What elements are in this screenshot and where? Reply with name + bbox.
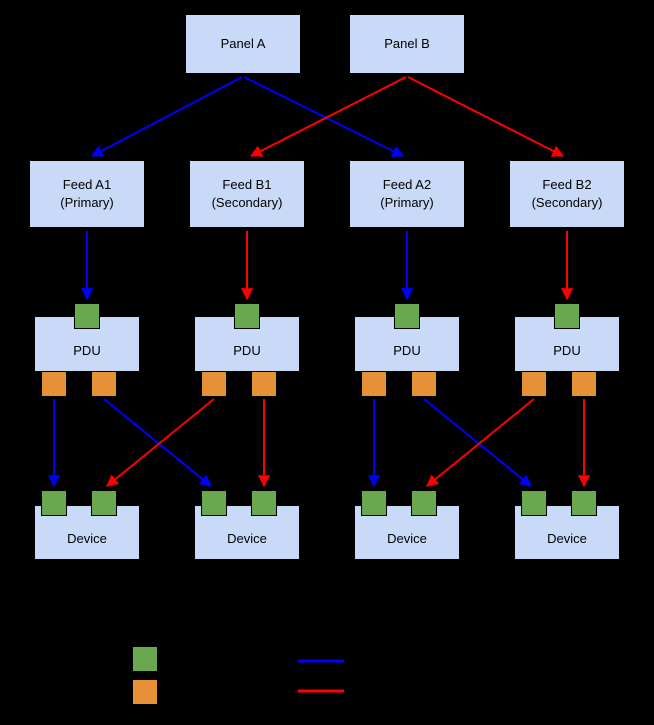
device-1-input-port-right-icon [91,490,117,516]
feed-b2-role: (Secondary) [531,195,603,210]
device-2-input-port-right-icon [251,490,277,516]
feed-a2-role: (Primary) [380,195,434,210]
panel-a-node: Panel A [185,14,301,74]
device-2-label: Device [227,530,267,546]
pdu-4-input-port-icon [554,303,580,329]
feed-a2-name: Feed A2 [382,177,432,192]
pdu-1-node: PDU [34,316,140,372]
device-4-label: Device [547,530,587,546]
panel-a-label: Panel A [220,36,266,51]
pdu-4-output-port-left-icon [521,371,547,397]
arrow-pdu-1-to-device-2 [103,398,212,487]
pdu-2-label: PDU [233,343,261,358]
feed-b2-name: Feed B2 [542,177,592,192]
pdu-3-label: PDU [393,343,421,358]
arrow-panel-a-to-feed-a2 [243,76,405,157]
arrow-pdu-3-to-device-4 [423,398,532,487]
legend-orange-square-icon [132,679,158,705]
pdu-3-output-port-right-icon [411,371,437,397]
panel-b-label: Panel B [384,36,430,51]
device-2-input-port-left-icon [201,490,227,516]
pdu-3-output-port-left-icon [361,371,387,397]
device-1-label: Device [67,530,107,546]
arrow-pdu-4-to-device-3 [426,398,535,487]
device-1-input-port-left-icon [41,490,67,516]
device-4-input-port-left-icon [521,490,547,516]
device-3-label: Device [387,530,427,546]
feed-a2-node: Feed A2 (Primary) [349,160,465,228]
panel-b-node: Panel B [349,14,465,74]
pdu-3-input-port-icon [394,303,420,329]
feed-a1-node: Feed A1 (Primary) [29,160,145,228]
device-3-input-port-right-icon [411,490,437,516]
pdu-4-output-port-right-icon [571,371,597,397]
pdu-1-input-port-icon [74,303,100,329]
pdu-4-label: PDU [553,343,581,358]
feed-a1-name: Feed A1 [62,177,112,192]
pdu-1-label: PDU [73,343,101,358]
pdu-2-output-port-right-icon [251,371,277,397]
pdu-1-output-port-left-icon [41,371,67,397]
feed-b1-node: Feed B1 (Secondary) [189,160,305,228]
feed-a1-role: (Primary) [60,195,114,210]
pdu-2-output-port-left-icon [201,371,227,397]
arrow-panel-b-to-feed-b1 [249,76,407,157]
device-3-input-port-left-icon [361,490,387,516]
pdu-1-output-port-right-icon [91,371,117,397]
feed-b1-name: Feed B1 [222,177,272,192]
pdu-2-input-port-icon [234,303,260,329]
feed-b2-node: Feed B2 (Secondary) [509,160,625,228]
device-4-input-port-right-icon [571,490,597,516]
arrow-pdu-2-to-device-1 [106,398,215,487]
legend-green-square-icon [132,646,158,672]
arrow-panel-a-to-feed-a1 [90,76,243,157]
feed-b1-role: (Secondary) [211,195,283,210]
arrow-panel-b-to-feed-b2 [407,76,565,157]
